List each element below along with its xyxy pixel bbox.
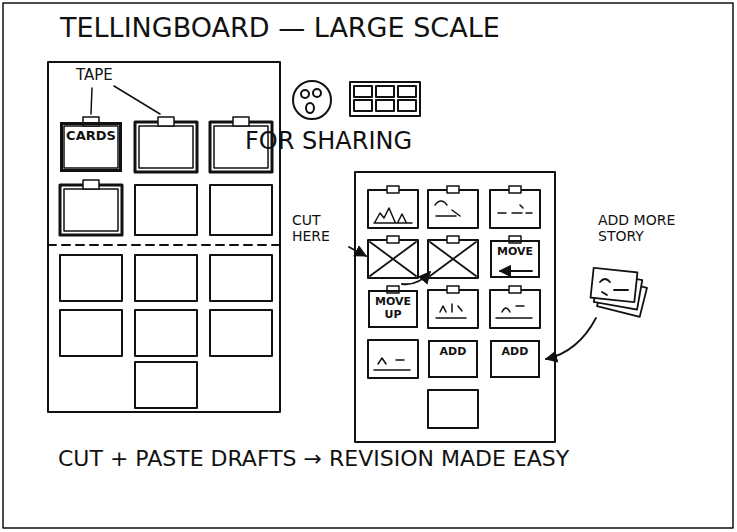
cut-cross xyxy=(370,242,416,276)
face-icon xyxy=(301,90,309,98)
tape-leader xyxy=(114,86,160,114)
blank-card xyxy=(210,185,272,235)
story-card xyxy=(428,240,478,278)
mini-board-icon xyxy=(398,86,416,97)
taped-card xyxy=(60,185,122,235)
move-arrow xyxy=(500,270,532,272)
blank-card xyxy=(135,255,197,301)
cut-cross xyxy=(370,242,416,276)
mini-board-icon xyxy=(376,100,394,111)
tape-strip xyxy=(509,186,521,193)
card-sketch xyxy=(496,306,532,318)
left-board xyxy=(48,62,280,412)
face-icon xyxy=(306,103,314,113)
card-text: ADD xyxy=(440,346,467,359)
story-card xyxy=(368,340,418,378)
card-sketch xyxy=(435,201,460,216)
card-sketch xyxy=(374,201,532,370)
card-stack xyxy=(591,268,647,317)
cut-arrow xyxy=(349,247,430,284)
card-stack xyxy=(591,268,638,302)
tape-strip xyxy=(158,117,174,126)
mini-board-icon xyxy=(350,82,420,116)
tape-leader xyxy=(91,86,160,114)
tape-strip xyxy=(83,180,99,189)
taped-card xyxy=(139,126,193,168)
card-text: ADD xyxy=(502,346,529,359)
face-icon xyxy=(293,81,331,119)
sketch-art xyxy=(3,3,733,528)
blank-card xyxy=(60,255,122,301)
mini-board-icon xyxy=(398,100,416,111)
story-card xyxy=(368,240,418,278)
story-card xyxy=(490,190,540,228)
add-arrow xyxy=(546,318,596,359)
tape-strip xyxy=(387,186,399,193)
tape-strip xyxy=(447,186,459,193)
story-card: ADD xyxy=(428,340,478,378)
cut-arrow xyxy=(402,272,430,284)
story-card: ADD xyxy=(490,340,540,378)
move-arrow xyxy=(500,270,532,272)
right-board xyxy=(355,172,555,442)
story-card xyxy=(368,190,418,228)
tape-leader xyxy=(91,88,92,114)
story-card: CARDS xyxy=(60,122,122,172)
story-card: MOVE UP xyxy=(368,290,418,328)
mini-board-icon xyxy=(354,100,372,111)
card-text: CARDS xyxy=(66,129,116,144)
mini-board-icon xyxy=(354,86,372,97)
mini-board-icon xyxy=(376,86,394,97)
story-card xyxy=(368,190,540,428)
right-board xyxy=(355,172,555,442)
blank-card xyxy=(135,185,197,235)
tape-strip xyxy=(387,236,399,243)
tape-label: TAPE xyxy=(76,67,113,84)
cut-note: CUT HERE xyxy=(292,212,350,244)
card-text: MOVE UP xyxy=(373,296,413,321)
sketch-caption: CUT + PASTE DRAFTS → REVISION MADE EASY xyxy=(58,446,698,471)
tape-strip xyxy=(83,117,249,189)
story-card xyxy=(428,390,478,428)
cut-cross xyxy=(370,242,476,276)
card-sketch xyxy=(436,304,466,318)
story-card xyxy=(428,190,478,228)
taped-card xyxy=(64,126,118,168)
story-card xyxy=(428,290,478,328)
page-frame xyxy=(3,3,733,528)
cut-cross xyxy=(430,242,476,276)
add-note: ADD MORE STORY xyxy=(598,212,703,244)
taped-card xyxy=(135,122,197,172)
card-sketch xyxy=(374,208,412,223)
blank-card xyxy=(210,255,272,301)
tape-strip xyxy=(509,286,521,293)
card-sketch xyxy=(498,205,532,213)
card-sketch xyxy=(374,358,410,370)
tape-strip xyxy=(233,117,249,126)
add-arrow xyxy=(546,318,596,359)
blank-card xyxy=(210,310,272,356)
cut-cross xyxy=(430,242,476,276)
cut-arrow xyxy=(349,247,366,256)
blank-card xyxy=(60,185,272,408)
taped-card xyxy=(64,189,118,231)
left-board xyxy=(48,62,280,412)
blank-card xyxy=(135,362,197,408)
story-card: MOVE xyxy=(490,240,540,278)
tape-strip xyxy=(447,286,459,293)
taped-card xyxy=(60,122,272,235)
face-icon xyxy=(313,89,321,97)
tape-strip xyxy=(447,236,459,243)
story-card xyxy=(490,290,540,328)
left-board xyxy=(48,244,280,246)
mini-board-icon xyxy=(350,82,420,116)
card-stack xyxy=(600,279,628,295)
sharing-note: FOR SHARING xyxy=(245,128,412,156)
blank-card xyxy=(135,310,197,356)
face-icon xyxy=(293,81,331,119)
card-text: MOVE xyxy=(497,246,533,259)
blank-card xyxy=(60,310,122,356)
sketch-title: TELLINGBOARD — LARGE SCALE xyxy=(60,12,500,43)
